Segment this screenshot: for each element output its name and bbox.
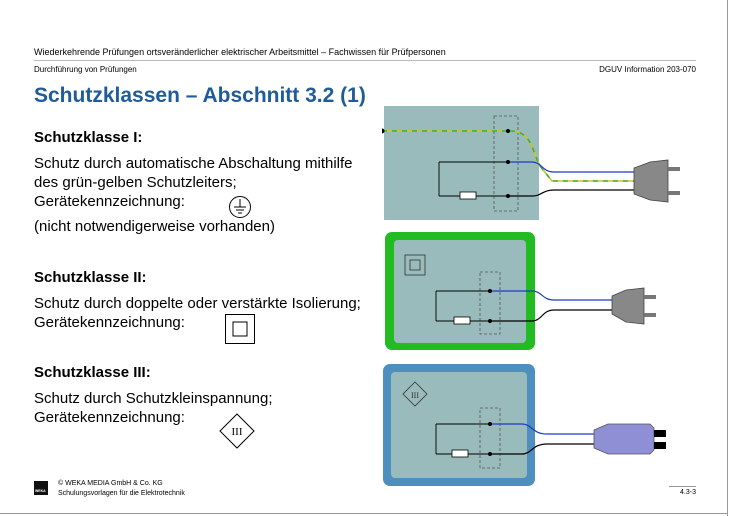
- selv-symbol-label: III: [232, 426, 243, 438]
- document-reference: DGUV Information 203-070: [599, 65, 696, 74]
- class-1-diagram: [382, 106, 680, 220]
- header-divider: [34, 60, 696, 61]
- class-3-heading: Schutzklasse III:: [34, 364, 151, 381]
- page-number: 4.3-3: [680, 489, 696, 496]
- double-insulation-icon: [225, 314, 255, 344]
- class-2-line-2: Gerätekennzeichnung:: [34, 314, 185, 331]
- page-number-rule: [669, 486, 696, 487]
- class-2-diagram: [385, 232, 656, 350]
- class-1-heading: Schutzklasse I:: [34, 129, 143, 146]
- class-3-diagram: III: [383, 364, 666, 486]
- protective-earth-icon: [229, 196, 251, 218]
- safety-extra-low-voltage-icon: III: [219, 413, 255, 449]
- class-1-line-4: (nicht notwendigerweise vorhanden): [34, 218, 275, 235]
- class-3-line-1: Schutz durch Schutzkleinspannung;: [34, 390, 273, 407]
- page-frame-right: [727, 0, 728, 516]
- class-2-line-1: Schutz durch doppelte oder verstärkte Is…: [34, 295, 361, 312]
- page-frame-bottom: [0, 513, 728, 514]
- footer-subtitle: Schulungsvorlagen für die Elektrotechnik: [58, 490, 185, 497]
- class-3-diagram-selv-label: III: [411, 391, 419, 400]
- section-label: Durchführung von Prüfungen: [34, 65, 137, 74]
- class-1-line-3: Gerätekennzeichnung:: [34, 193, 185, 210]
- class-1-line-1: Schutz durch automatische Abschaltung mi…: [34, 155, 353, 172]
- class-2-heading: Schutzklasse II:: [34, 269, 147, 286]
- document-header-title: Wiederkehrende Prüfungen ortsveränderlic…: [34, 47, 446, 57]
- class-1-housing: [384, 106, 539, 220]
- weka-logo-text: WEKA: [35, 489, 46, 493]
- class-1-line-2: des grün-gelben Schutzleiters;: [34, 174, 237, 191]
- weka-logo: [34, 481, 48, 495]
- footer-copyright: © WEKA MEDIA GmbH & Co. KG: [58, 480, 163, 487]
- protection-class-diagrams: III: [382, 106, 680, 486]
- class-3-line-2: Gerätekennzeichnung:: [34, 409, 185, 426]
- slide-title: Schutzklassen – Abschnitt 3.2 (1): [34, 84, 366, 107]
